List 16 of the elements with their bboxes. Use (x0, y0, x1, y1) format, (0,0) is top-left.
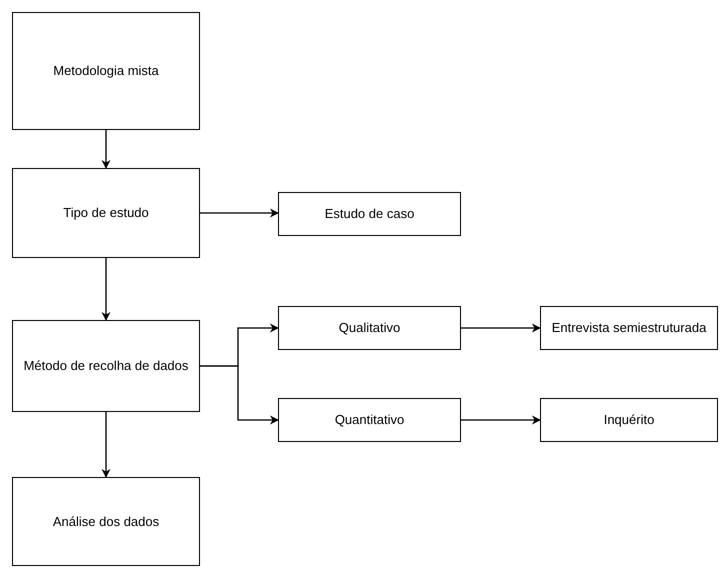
process-box: Tipo de estudo (12, 168, 200, 258)
process-box: Inquérito (540, 398, 718, 442)
process-box: Estudo de caso (278, 192, 461, 236)
process-box: Qualitativo (278, 306, 461, 350)
arrow (102, 258, 110, 321)
arrow (461, 416, 541, 424)
arrow (200, 208, 279, 218)
arrow (461, 324, 541, 332)
process-box: Metodologia mista (12, 12, 200, 130)
process-box: Método de recolha de dados (12, 320, 200, 412)
arrow (102, 130, 110, 169)
arrow (102, 412, 110, 478)
process-box: Análise dos dados (12, 477, 200, 566)
process-box: Quantitativo (278, 398, 461, 442)
arrow (200, 365, 279, 424)
process-box: Entrevista semiestruturada (540, 306, 718, 350)
